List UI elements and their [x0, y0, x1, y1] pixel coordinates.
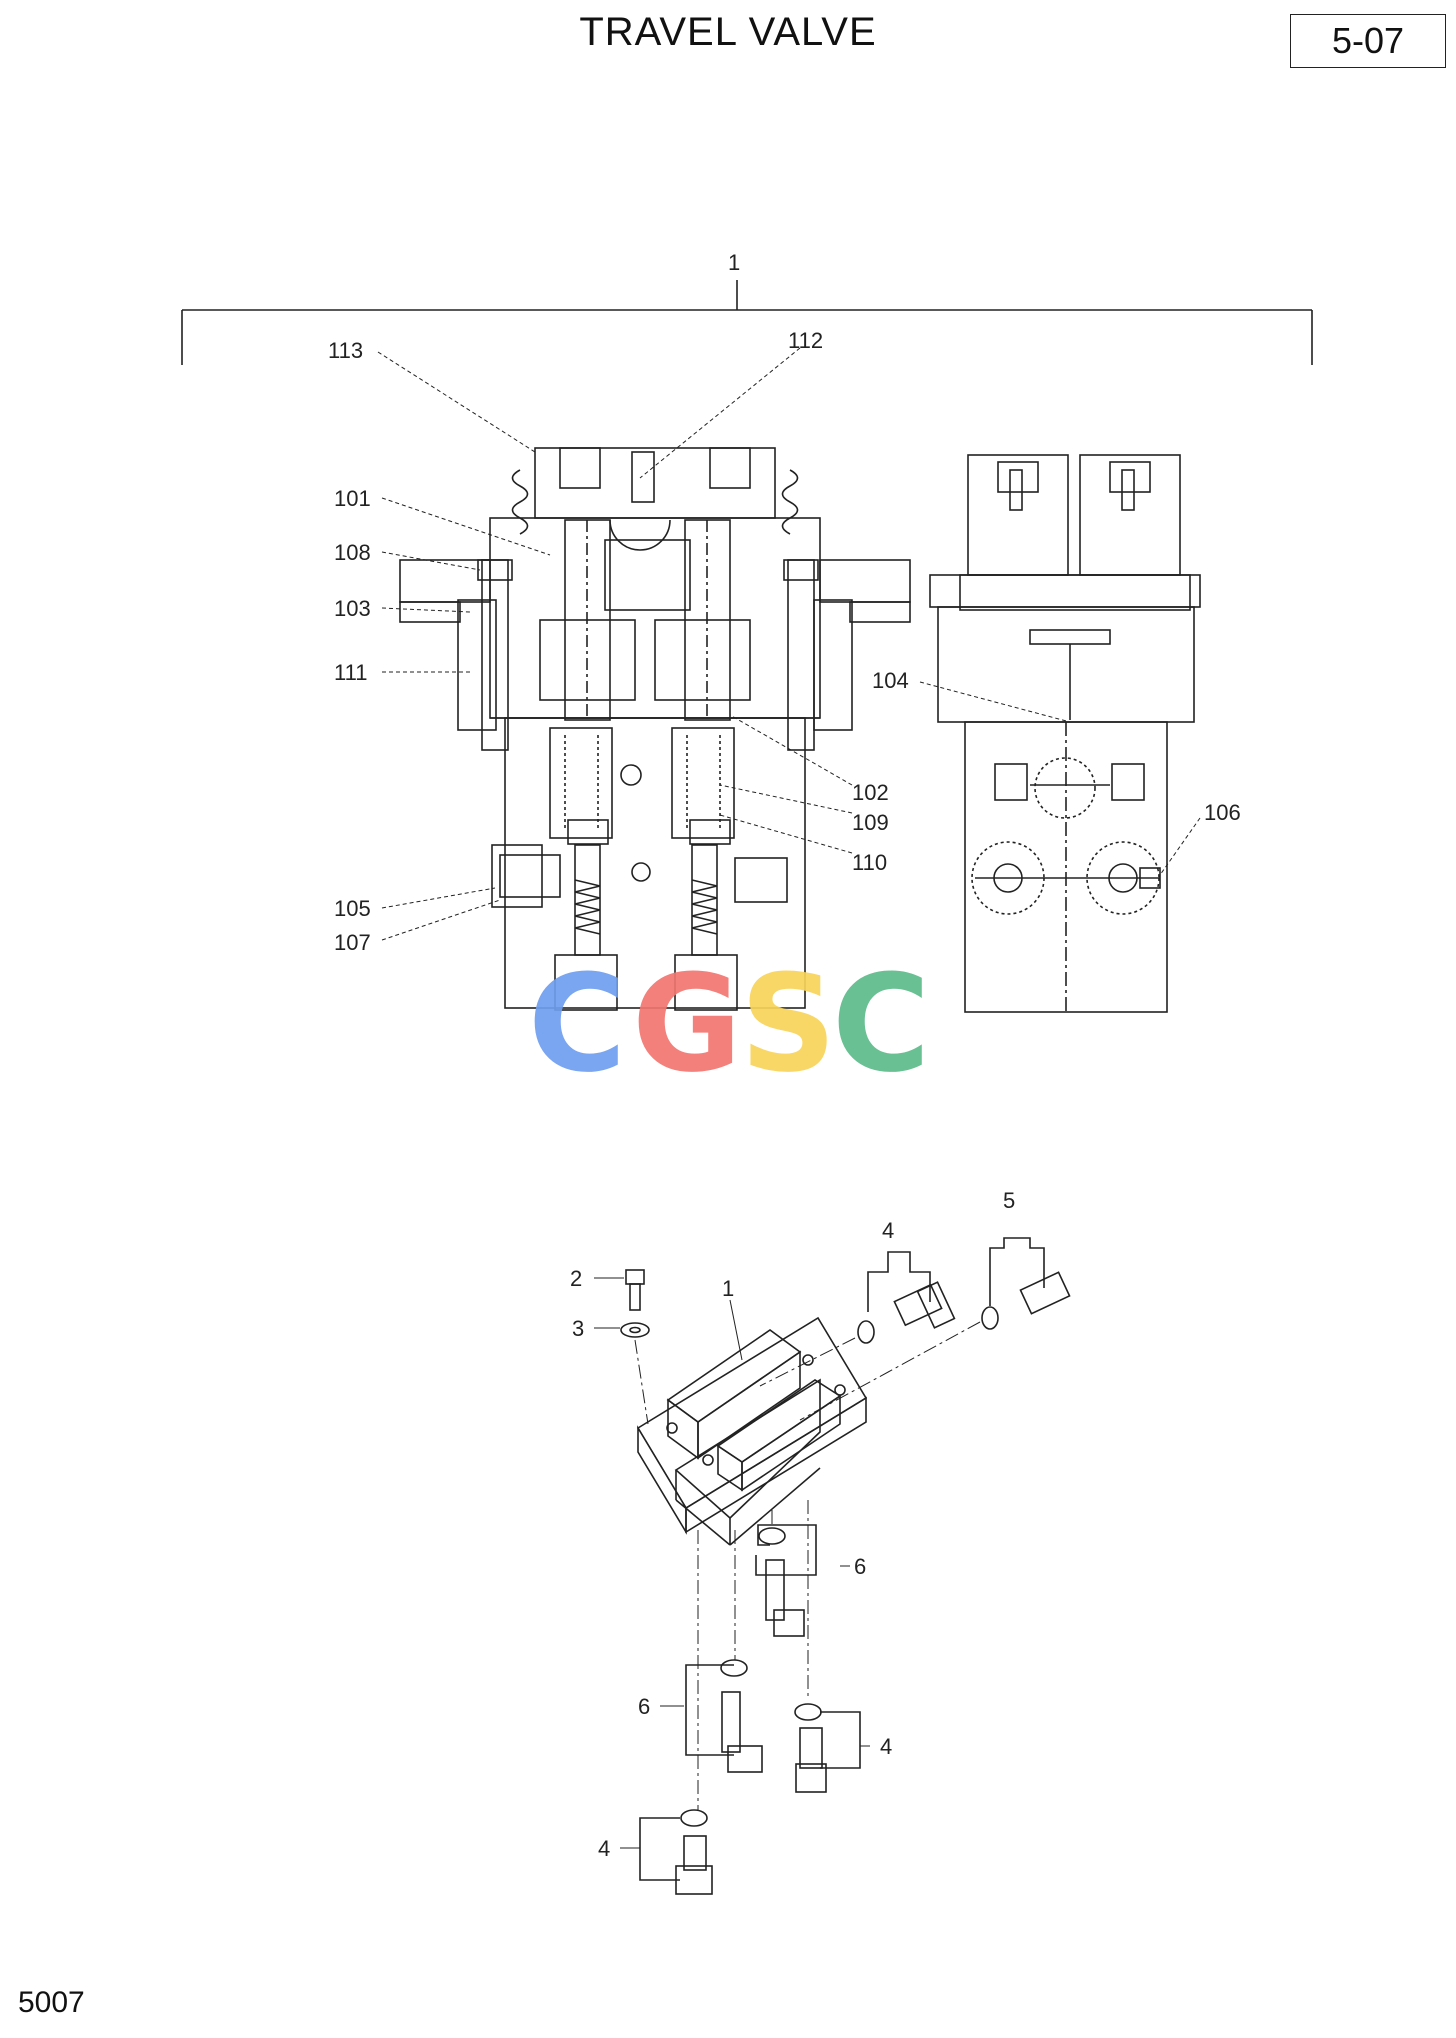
valve-section-view — [399, 447, 911, 1011]
footer-code: 5007 — [18, 1986, 85, 2019]
page-number: 5-07 — [1331, 20, 1405, 61]
callout-109: 109 — [852, 810, 889, 835]
watermark-letter-3: S — [740, 946, 837, 1102]
callout-2: 2 — [570, 1266, 582, 1291]
watermark-letter-4: C — [832, 946, 930, 1102]
callout-104: 104 — [872, 668, 909, 693]
callout-6-left: 6 — [638, 1694, 650, 1719]
callout-111: 111 — [334, 660, 367, 685]
upper-leader-lines — [377, 347, 1201, 941]
callout-112: 112 — [788, 328, 823, 353]
callout-110: 110 — [852, 850, 887, 875]
callout-102: 102 — [852, 780, 889, 805]
callout-assembly: 1 — [728, 250, 740, 275]
callout-3: 3 — [572, 1316, 584, 1341]
upper-callouts: 1 113 112 101 108 103 111 104 102 109 11… — [328, 250, 1241, 955]
callout-6-right: 6 — [854, 1554, 866, 1579]
page-title: TRAVEL VALVE — [579, 10, 877, 54]
callout-103: 103 — [334, 596, 371, 621]
page-number-box: 5-07 — [1290, 14, 1446, 68]
assembly-bracket — [181, 280, 1313, 365]
valve-side-view — [929, 454, 1201, 1013]
callout-106: 106 — [1204, 800, 1241, 825]
callout-5: 5 — [1003, 1188, 1015, 1213]
callout-4-right: 4 — [880, 1734, 892, 1759]
callout-101: 101 — [334, 486, 371, 511]
lower-callouts: 2 3 1 4 5 6 6 4 4 — [570, 1188, 1015, 1861]
callout-113: 113 — [328, 338, 363, 363]
callout-1: 1 — [722, 1276, 734, 1301]
watermark: C G S C — [528, 946, 930, 1102]
callout-107: 107 — [334, 930, 371, 955]
watermark-letter-1: C — [528, 946, 626, 1102]
callout-108: 108 — [334, 540, 371, 565]
watermark-letter-2: G — [632, 946, 742, 1102]
callout-105: 105 — [334, 896, 371, 921]
callout-4-bottom: 4 — [598, 1836, 610, 1861]
exploded-view — [594, 1237, 1071, 1895]
callout-4-top: 4 — [882, 1218, 894, 1243]
